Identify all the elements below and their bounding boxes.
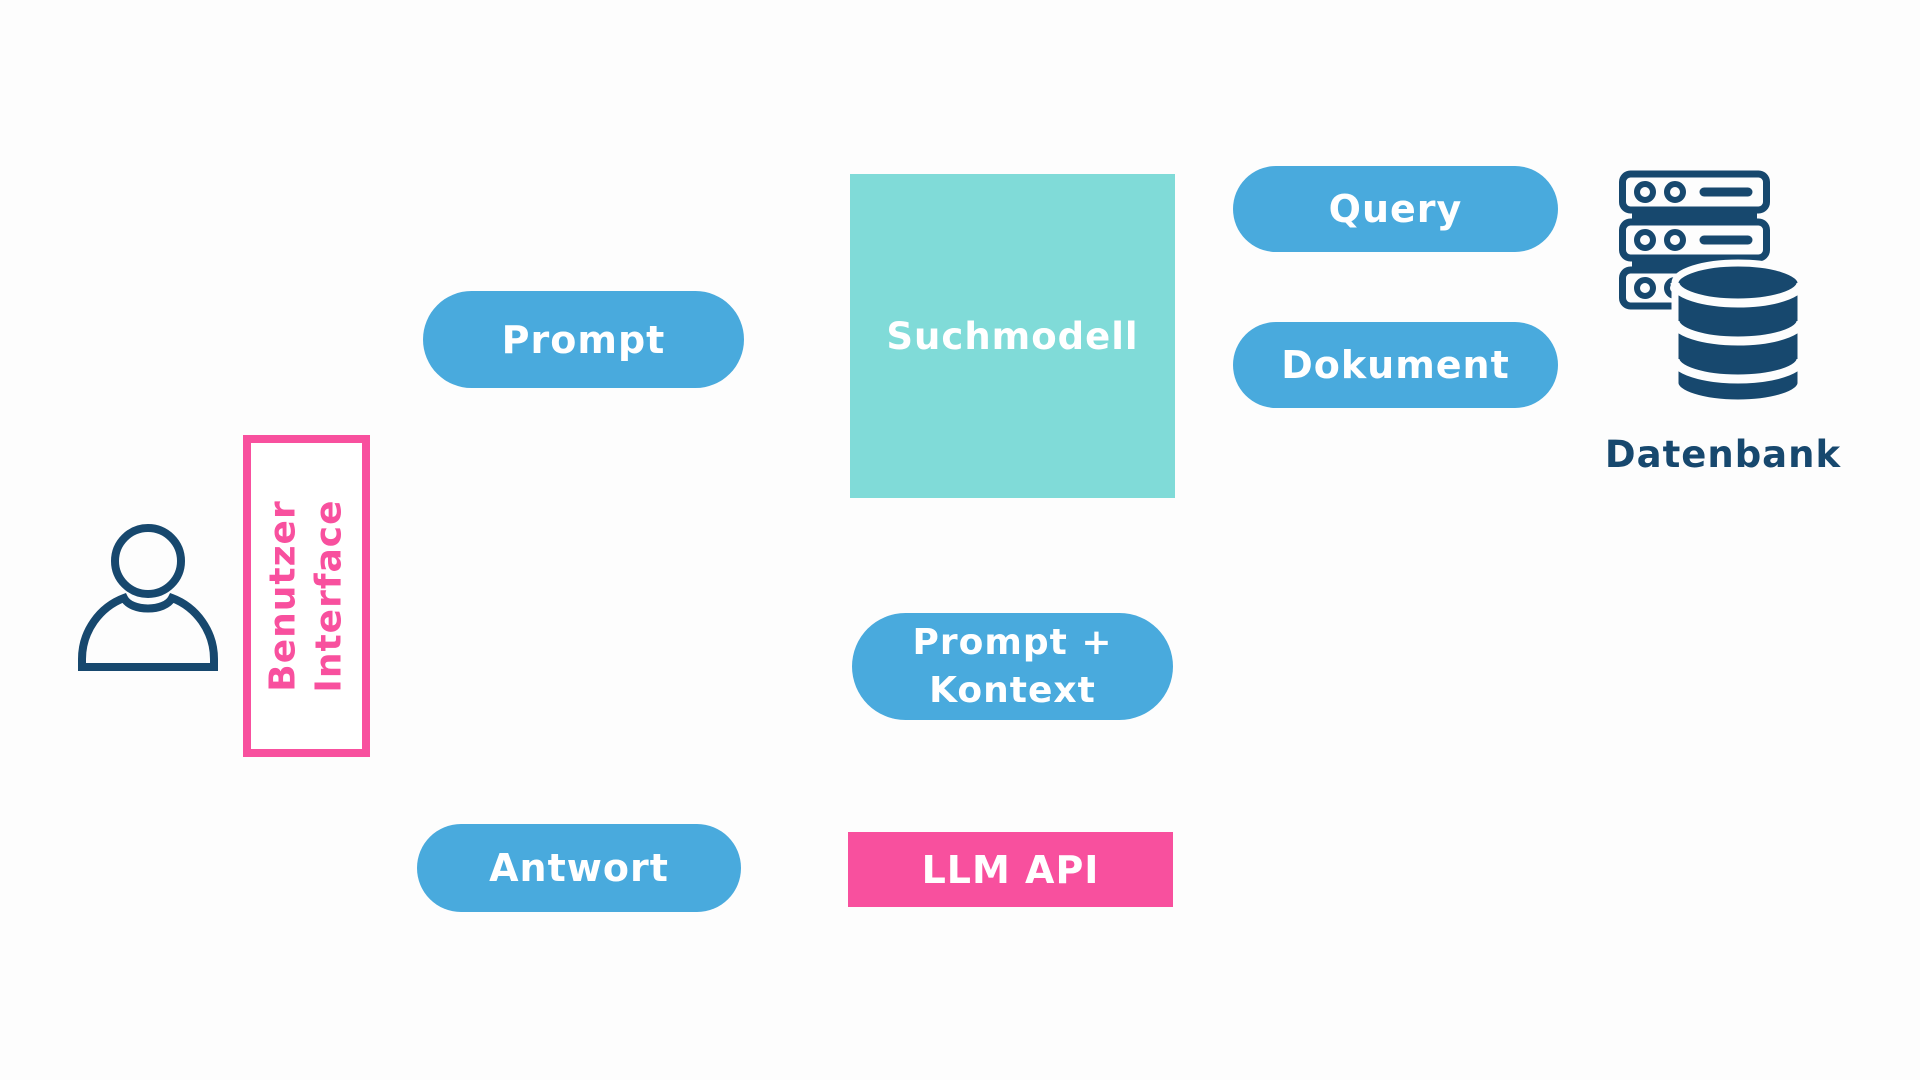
prompt-label: Prompt <box>501 317 666 362</box>
query-node: Query <box>1233 166 1558 252</box>
antwort-label: Antwort <box>489 846 669 890</box>
prompt-node: Prompt <box>423 291 744 388</box>
benutzer-interface-box: Benutzer Interface <box>243 435 370 757</box>
prompt-kontext-label: Prompt + Kontext <box>912 621 1113 711</box>
datenbank-label: Datenbank <box>1604 433 1842 476</box>
database-icon <box>1618 170 1808 415</box>
user-icon <box>73 521 223 671</box>
antwort-node: Antwort <box>417 824 741 912</box>
benutzer-interface-label: Benutzer Interface <box>262 499 350 693</box>
suchmodell-label: Suchmodell <box>886 314 1139 358</box>
dokument-node: Dokument <box>1233 322 1558 408</box>
prompt-kontext-node: Prompt + Kontext <box>852 613 1173 720</box>
suchmodell-node: Suchmodell <box>850 174 1175 498</box>
query-label: Query <box>1328 187 1463 231</box>
llm-api-label: LLM API <box>921 847 1100 892</box>
llm-api-node: LLM API <box>848 832 1173 907</box>
dokument-label: Dokument <box>1281 343 1510 387</box>
